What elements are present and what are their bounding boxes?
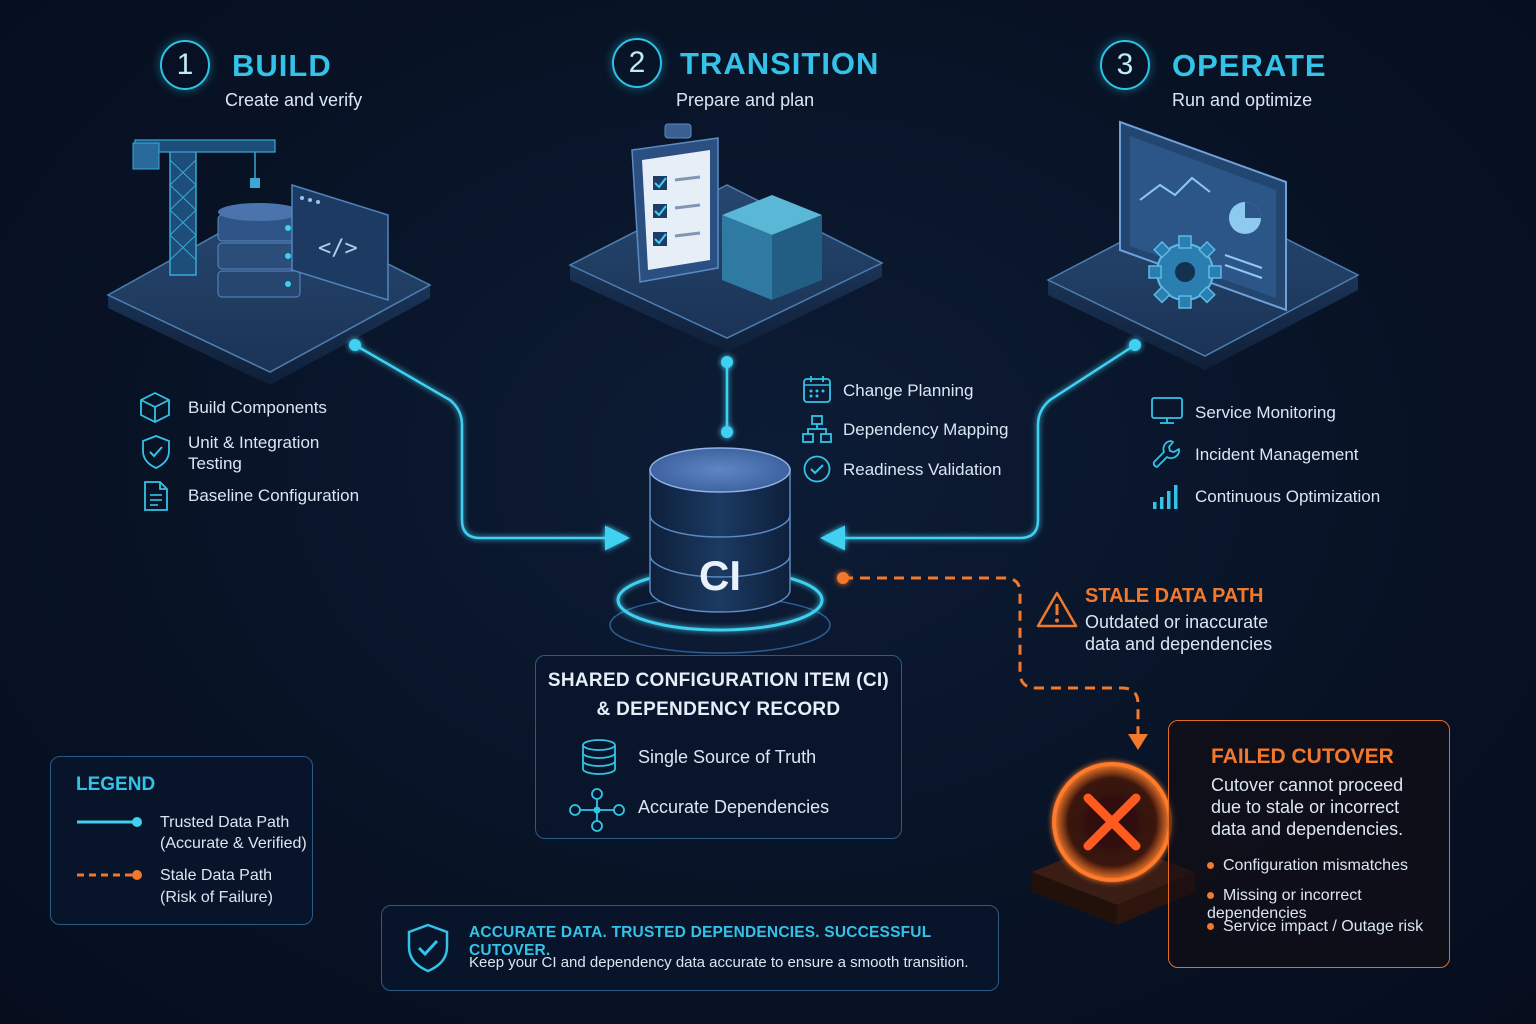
phase-title-operate: OPERATE (1172, 48, 1327, 83)
feature-baseline-configuration: Baseline Configuration (188, 486, 360, 505)
failed-desc-line2: due to stale or incorrect (1211, 797, 1400, 817)
legend-box: LEGEND Trusted Data Path (Accurate & Ver… (50, 756, 313, 925)
legend-stale-line1: Stale Data Path (160, 867, 273, 884)
bar-chart-icon (1153, 485, 1178, 509)
node-dot (1129, 339, 1141, 351)
phase-number-2: 2 (612, 38, 662, 88)
failed-desc-line1: Cutover cannot proceed (1211, 775, 1404, 795)
trusted-path-build (354, 343, 630, 551)
stale-path-title: STALE DATA PATH (1085, 585, 1264, 607)
stale-path-desc-line1: Outdated or inaccurate (1085, 612, 1269, 632)
feature-service-monitoring: Service Monitoring (1195, 403, 1336, 422)
phase-number-3: 3 (1100, 40, 1150, 90)
legend-trusted-line1: Trusted Data Path (160, 814, 290, 831)
failed-x-badge (1032, 762, 1195, 925)
ci-record-box: SHARED CONFIGURATION ITEM (CI) & DEPENDE… (535, 655, 902, 839)
crane-icon (132, 139, 276, 276)
failed-bullet-3: Service impact / Outage risk (1207, 918, 1423, 936)
code-window-icon: </> (291, 183, 389, 302)
phase-subtitle-operate: Run and optimize (1172, 90, 1313, 110)
stale-path-desc-line2: data and dependencies (1085, 634, 1273, 654)
check-circle-icon (803, 455, 831, 483)
legend-stale-line2: (Risk of Failure) (160, 889, 273, 906)
trusted-paths (354, 343, 1136, 551)
hierarchy-icon (802, 415, 832, 443)
transition-platform (568, 123, 884, 352)
trusted-path-operate (820, 343, 1136, 551)
feature-continuous-optimization: Continuous Optimization (1195, 487, 1381, 506)
bottom-banner: ACCURATE DATA. TRUSTED DEPENDENCIES. SUC… (381, 905, 999, 991)
feature-unit-integration-testing: Unit & Integration Testing (188, 433, 320, 473)
operate-platform (1046, 120, 1360, 370)
phase-title-transition: TRANSITION (680, 46, 880, 81)
phase-subtitle-transition: Prepare and plan (676, 90, 815, 110)
box-icon (722, 195, 822, 300)
feature-incident-management: Incident Management (1195, 445, 1359, 464)
phase-title-build: BUILD (232, 48, 332, 83)
failed-cutover-box: FAILED CUTOVER Cutover cannot proceed du… (1168, 720, 1450, 968)
failed-bullet-1: Configuration mismatches (1207, 857, 1408, 875)
database-icon (582, 739, 616, 775)
banner-headline: ACCURATE DATA. TRUSTED DEPENDENCIES. SUC… (469, 924, 932, 959)
node-dot (349, 339, 361, 351)
server-stack-icon (217, 203, 301, 298)
stale-path (837, 572, 1148, 750)
banner-text: Keep your CI and dependency data accurat… (469, 954, 969, 971)
feature-change-planning: Change Planning (843, 381, 974, 400)
gear-icon (1148, 235, 1222, 309)
document-icon (144, 481, 168, 511)
feature-readiness-validation: Readiness Validation (843, 460, 1002, 479)
trusted-path-swatch (77, 817, 142, 827)
feature-dependency-mapping: Dependency Mapping (843, 420, 1009, 439)
network-nodes-icon (569, 788, 625, 832)
shield-check-icon (142, 435, 170, 469)
failed-bullet-2: Missing or incorrect dependencies (1207, 887, 1362, 922)
cube-icon (140, 391, 170, 424)
failed-desc-line3: data and dependencies. (1211, 819, 1404, 839)
build-platform: </> (106, 139, 432, 385)
shield-check-icon (407, 923, 449, 973)
ci-database-cylinder (609, 447, 831, 654)
legend-trusted-line2: (Accurate & Verified) (160, 835, 307, 852)
stale-path-swatch (77, 870, 142, 880)
clipboard-icon (631, 123, 719, 283)
node-dot (721, 426, 733, 438)
node-dot (721, 356, 733, 368)
ci-title-line2: & DEPENDENCY RECORD (596, 699, 841, 720)
ci-item-accurate-dependencies: Accurate Dependencies (638, 797, 830, 817)
ci-title-line1: SHARED CONFIGURATION ITEM (CI) (547, 670, 890, 691)
ci-label: CI (699, 552, 741, 599)
feature-build-components: Build Components (188, 398, 327, 417)
svg-text:</>: </> (318, 236, 358, 261)
failed-cutover-title: FAILED CUTOVER (1211, 745, 1394, 768)
wrench-icon (1152, 440, 1180, 468)
monitor-icon (1151, 397, 1183, 424)
warning-icon (1036, 591, 1078, 628)
legend-title: LEGEND (76, 774, 156, 795)
phase-subtitle-build: Create and verify (225, 90, 363, 110)
close-icon (1083, 793, 1141, 851)
calendar-icon (803, 376, 831, 403)
ci-item-single-source: Single Source of Truth (638, 747, 817, 767)
phase-number-1: 1 (160, 40, 210, 90)
